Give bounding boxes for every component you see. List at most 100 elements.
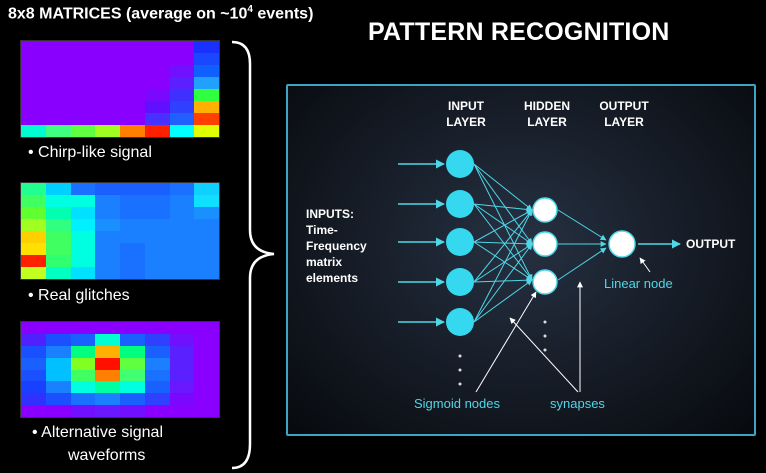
matrix-cell xyxy=(169,393,195,406)
matrix-cell xyxy=(21,183,46,195)
matrix-cell xyxy=(95,405,120,417)
matrix-cell xyxy=(169,65,195,77)
matrix-cell xyxy=(95,322,120,334)
matrix-cell xyxy=(144,65,170,77)
matrix-cell xyxy=(120,345,145,358)
matrix-cell xyxy=(70,322,96,334)
pattern-recognition-title: PATTERN RECOGNITION xyxy=(368,18,670,46)
output-layer-label-line2: LAYER xyxy=(604,115,644,129)
matrix-cell xyxy=(169,183,195,195)
matrix-cell xyxy=(45,113,71,125)
matrix-cell xyxy=(70,41,96,53)
matrix-cell xyxy=(70,381,96,394)
matrix-cell xyxy=(95,231,120,243)
matrix-cell xyxy=(169,231,195,243)
matrix-cell xyxy=(144,393,170,406)
matrix-cell xyxy=(70,65,96,77)
matrix-cell xyxy=(169,113,195,125)
alt-signal-caption-line2: waveforms xyxy=(68,447,146,464)
matrix-cell xyxy=(95,113,120,125)
matrix-cell xyxy=(95,219,120,231)
matrix-cell xyxy=(194,219,219,231)
matrix-cell xyxy=(70,207,96,219)
matrix-cell xyxy=(70,101,96,113)
matrix-cell xyxy=(194,77,219,89)
alt-signal-matrix xyxy=(20,321,220,418)
matrix-cell xyxy=(120,183,145,195)
matrix-cell xyxy=(45,77,71,89)
matrix-cell xyxy=(21,267,46,279)
matrix-cell xyxy=(169,101,195,113)
matrix-cell xyxy=(194,267,219,279)
matrix-cell xyxy=(45,207,71,219)
matrix-cell xyxy=(70,195,96,207)
matrix-cell xyxy=(120,322,145,334)
matrix-cell xyxy=(194,357,219,370)
matrix-cell xyxy=(169,41,195,53)
input-node xyxy=(446,150,474,178)
matrix-cell xyxy=(21,195,46,207)
matrix-cell xyxy=(120,369,145,382)
matrix-cell xyxy=(144,101,170,113)
matrix-cell xyxy=(70,113,96,125)
matrix-cell xyxy=(21,357,46,370)
matrix-cell xyxy=(95,125,120,137)
matrix-cell xyxy=(70,345,96,358)
matrix-cell xyxy=(120,243,145,255)
matrix-cell xyxy=(169,219,195,231)
matrix-cell xyxy=(45,243,71,255)
matrix-cell xyxy=(144,231,170,243)
matrix-cell xyxy=(45,89,71,101)
matrix-cell xyxy=(21,207,46,219)
matrix-cell xyxy=(120,113,145,125)
matrix-cell xyxy=(95,255,120,267)
matrix-cell xyxy=(120,53,145,65)
matrix-cell xyxy=(120,381,145,394)
inputs-label-line4: matrix xyxy=(306,255,342,269)
matrix-cell xyxy=(95,53,120,65)
matrix-cell xyxy=(120,219,145,231)
matrix-cell xyxy=(144,357,170,370)
matrix-cell xyxy=(70,393,96,406)
matrix-cell xyxy=(95,267,120,279)
matrix-cell xyxy=(144,77,170,89)
matrix-cell xyxy=(45,125,71,137)
matrix-cell xyxy=(45,267,71,279)
matrix-cell xyxy=(120,231,145,243)
matrix-cell xyxy=(169,125,195,137)
matrix-cell xyxy=(21,77,46,89)
matrix-cell xyxy=(21,89,46,101)
alt-signal-caption: • Alternative signal xyxy=(32,424,164,441)
matrix-cell xyxy=(169,345,195,358)
matrix-cell xyxy=(144,183,170,195)
input-node xyxy=(446,308,474,336)
output-node xyxy=(608,230,636,258)
matrix-cell xyxy=(169,267,195,279)
linear-node-pointer xyxy=(639,257,651,273)
matrix-cell xyxy=(169,381,195,394)
matrix-cell xyxy=(169,243,195,255)
matrix-cell xyxy=(194,405,219,417)
matrix-cell xyxy=(169,77,195,89)
matrix-cell xyxy=(45,357,71,370)
matrix-cell xyxy=(45,231,71,243)
matrix-cell xyxy=(45,255,71,267)
matrix-cell xyxy=(21,333,46,346)
hidden-ellipsis xyxy=(543,320,547,352)
matrix-cell xyxy=(95,195,120,207)
matrix-cell xyxy=(194,41,219,53)
matrix-cell xyxy=(144,41,170,53)
input-arrows xyxy=(398,159,445,327)
matrix-cell xyxy=(194,53,219,65)
matrix-cell xyxy=(21,345,46,358)
matrix-cell xyxy=(144,267,170,279)
curly-brace xyxy=(231,40,275,470)
input-layer-label-line1: INPUT xyxy=(448,99,485,113)
matrix-cell xyxy=(70,53,96,65)
matrix-cell xyxy=(120,125,145,137)
matrix-cell xyxy=(70,369,96,382)
matrix-cell xyxy=(70,89,96,101)
matrix-cell xyxy=(70,255,96,267)
matrix-cell xyxy=(120,357,145,370)
matrix-cell xyxy=(95,333,120,346)
